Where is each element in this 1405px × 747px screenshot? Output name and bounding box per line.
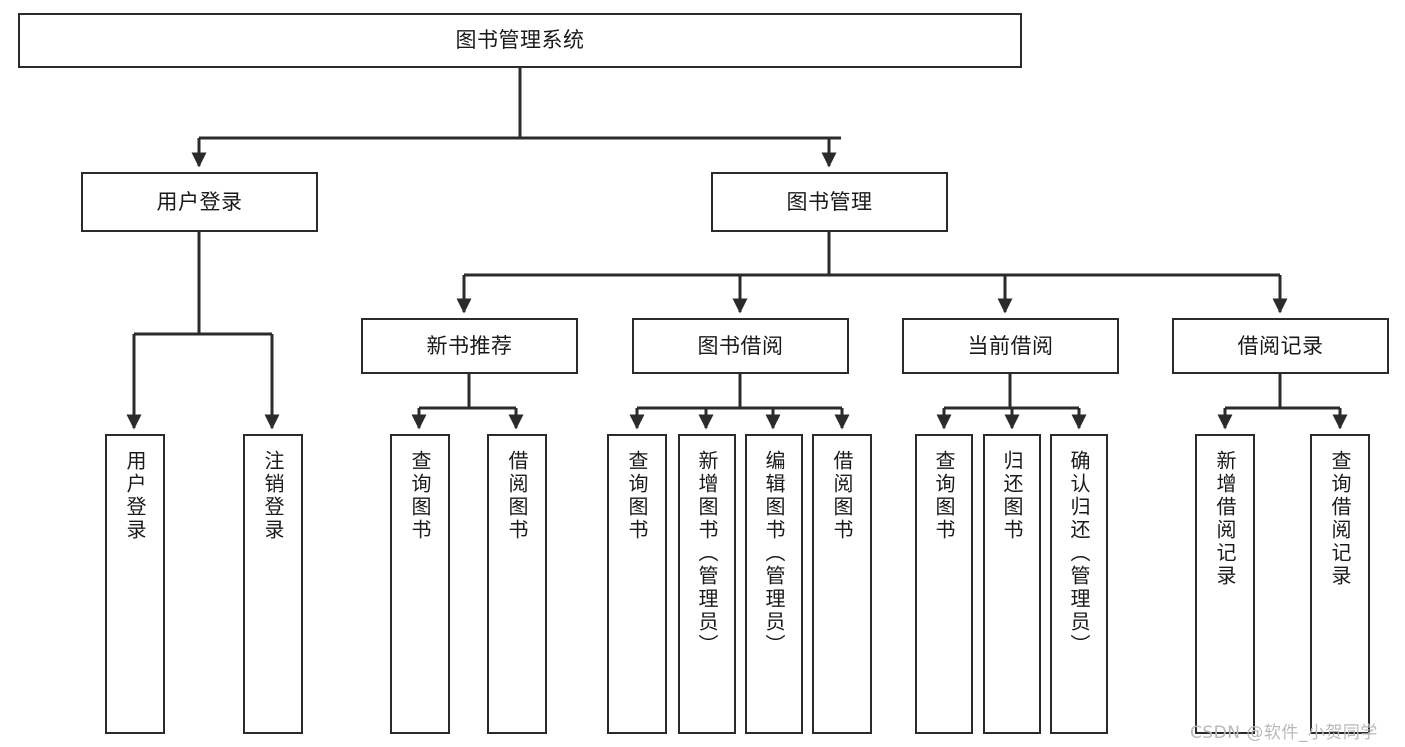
- node-leaf-user-logout-label: 注销登录: [261, 450, 285, 542]
- edges-book-borrow-to-leaves: [629, 374, 850, 430]
- node-book-manage-label: 图书管理: [786, 189, 873, 214]
- node-leaf-query-book-2-label: 查询图书: [625, 450, 649, 542]
- node-leaf-user-login[interactable]: 用户登录: [105, 434, 165, 734]
- node-leaf-user-login-label: 用户登录: [123, 450, 147, 542]
- node-borrow-record[interactable]: 借阅记录: [1172, 318, 1389, 374]
- node-leaf-edit-book-label: 编辑图书（管理员）: [762, 450, 786, 657]
- watermark: CSDN @软件_小贺同学: [1190, 723, 1378, 743]
- node-borrow-record-label: 借阅记录: [1237, 333, 1324, 358]
- node-leaf-add-record-label: 新增借阅记录: [1213, 450, 1237, 588]
- node-current-borrow[interactable]: 当前借阅: [902, 318, 1119, 374]
- node-leaf-borrow-book-2[interactable]: 借阅图书: [812, 434, 872, 734]
- edges-current-borrow-to-leaves: [936, 374, 1087, 430]
- node-book-manage[interactable]: 图书管理: [711, 172, 948, 232]
- node-leaf-query-book-3[interactable]: 查询图书: [915, 434, 973, 734]
- node-leaf-confirm-return[interactable]: 确认归还（管理员）: [1050, 434, 1108, 734]
- node-leaf-query-book-2[interactable]: 查询图书: [607, 434, 667, 734]
- edges-root-to-level2: [191, 68, 841, 168]
- node-leaf-borrow-book-1-label: 借阅图书: [505, 450, 529, 542]
- node-root[interactable]: 图书管理系统: [18, 13, 1022, 68]
- node-root-label: 图书管理系统: [455, 28, 585, 53]
- node-user-login-label: 用户登录: [156, 189, 243, 214]
- node-book-borrow-label: 图书借阅: [697, 333, 784, 358]
- node-leaf-query-book-3-label: 查询图书: [932, 450, 956, 542]
- node-leaf-borrow-book-1[interactable]: 借阅图书: [487, 434, 547, 734]
- node-leaf-return-book[interactable]: 归还图书: [983, 434, 1041, 734]
- node-new-book-recommend-label: 新书推荐: [426, 333, 513, 358]
- node-leaf-query-book-1[interactable]: 查询图书: [390, 434, 450, 734]
- node-book-borrow[interactable]: 图书借阅: [632, 318, 849, 374]
- node-leaf-return-book-label: 归还图书: [1000, 450, 1024, 542]
- node-leaf-user-logout[interactable]: 注销登录: [243, 434, 303, 734]
- node-current-borrow-label: 当前借阅: [967, 333, 1054, 358]
- node-leaf-add-record[interactable]: 新增借阅记录: [1195, 434, 1255, 734]
- node-leaf-confirm-return-label: 确认归还（管理员）: [1067, 450, 1091, 657]
- node-new-book-recommend[interactable]: 新书推荐: [361, 318, 578, 374]
- edges-user-login-to-leaves: [126, 232, 280, 430]
- node-leaf-query-book-1-label: 查询图书: [408, 450, 432, 542]
- edges-new-book-recommend-to-leaves: [411, 374, 524, 430]
- node-leaf-borrow-book-2-label: 借阅图书: [830, 450, 854, 542]
- edges-book-manage-to-level3: [456, 232, 1288, 314]
- node-leaf-add-book-label: 新增图书（管理员）: [695, 450, 719, 657]
- node-leaf-edit-book[interactable]: 编辑图书（管理员）: [745, 434, 803, 734]
- node-user-login[interactable]: 用户登录: [81, 172, 318, 232]
- node-leaf-query-record-label: 查询借阅记录: [1328, 450, 1352, 588]
- node-leaf-query-record[interactable]: 查询借阅记录: [1310, 434, 1370, 734]
- node-leaf-add-book[interactable]: 新增图书（管理员）: [678, 434, 736, 734]
- edges-borrow-record-to-leaves: [1217, 374, 1348, 430]
